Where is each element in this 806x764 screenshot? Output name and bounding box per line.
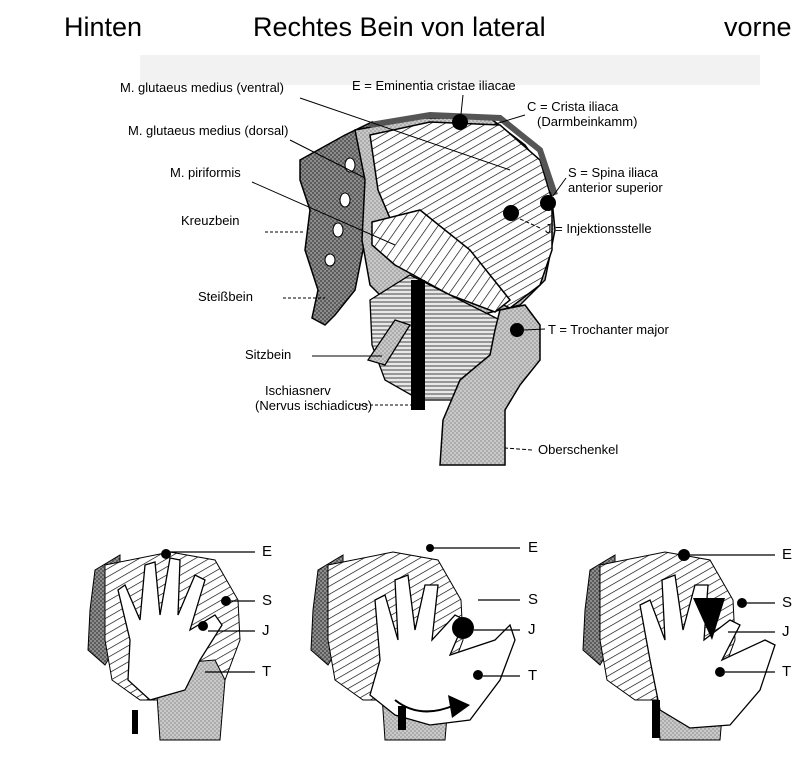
point-t [510, 323, 524, 337]
label-glutaeus-dorsal: M. glutaeus medius (dorsal) [128, 123, 288, 138]
label-ischiasnerv: Ischiasnerv [265, 383, 331, 398]
mini-diagram-1 [88, 549, 255, 740]
label-glutaeus-ventral: M. glutaeus medius (ventral) [120, 80, 284, 95]
point-e [452, 114, 468, 130]
mini3-label-e: E [782, 546, 792, 563]
mini1-label-j: J [262, 622, 270, 639]
mini1-label-s: S [262, 592, 272, 609]
label-trochanter: T = Trochanter major [548, 322, 669, 337]
mini3-label-t: T [782, 663, 791, 680]
label-sitzbein: Sitzbein [245, 347, 291, 362]
mini2-label-s: S [528, 591, 538, 608]
label-oberschenkel: Oberschenkel [538, 442, 618, 457]
mini2-label-j: J [528, 621, 536, 638]
mini2-label-t: T [528, 667, 537, 684]
mini-diagram-3 [583, 549, 775, 740]
mini3-label-j: J [782, 623, 790, 640]
label-piriformis: M. piriformis [170, 165, 241, 180]
label-anterior-superior: anterior superior [568, 180, 663, 195]
label-kreuzbein: Kreuzbein [181, 213, 240, 228]
label-darmbeinkamm: (Darmbeinkamm) [537, 114, 637, 129]
label-steissbein: Steißbein [198, 289, 253, 304]
mini2-label-e: E [528, 539, 538, 556]
ischias-nerve [411, 280, 425, 410]
point-s [540, 195, 556, 211]
mini-diagram-2 [311, 544, 520, 740]
label-nervus-ischiadicus: (Nervus ischiadicus) [255, 398, 372, 413]
mini1-label-e: E [262, 543, 272, 560]
label-injektionsstelle: J = Injektionsstelle [545, 221, 652, 236]
mini3-label-s: S [782, 594, 792, 611]
label-crista-iliaca: C = Crista iliaca [527, 99, 618, 114]
label-spina-iliaca: S = Spina iliaca [568, 165, 658, 180]
point-j [503, 205, 519, 221]
mini1-label-t: T [262, 663, 271, 680]
label-eminentia: E = Eminentia cristae iliacae [352, 78, 516, 93]
